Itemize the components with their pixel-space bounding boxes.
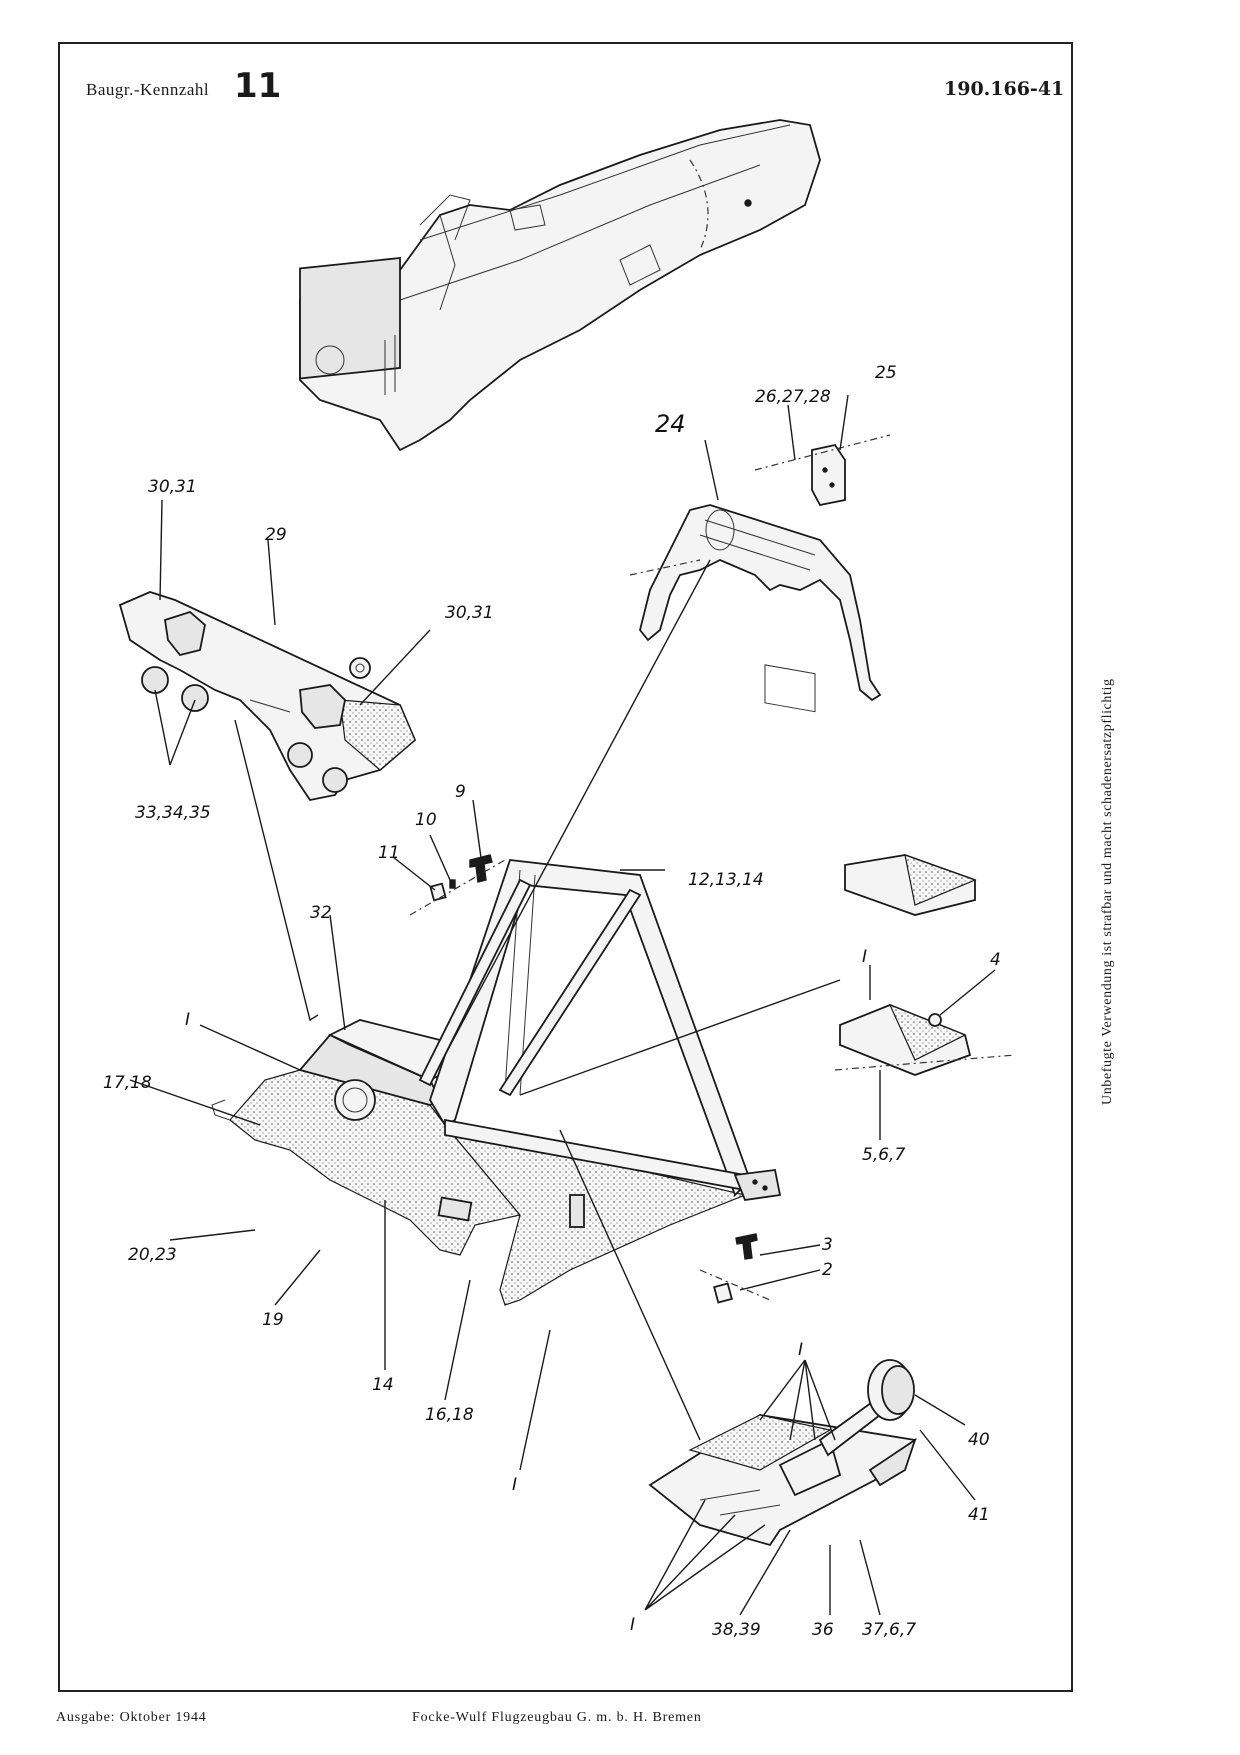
callout-24: 24 [655,410,686,438]
callout-36: 36 [812,1620,834,1640]
callout-12-13-14: 12,13,14 [688,870,764,890]
angle-bracket-lower-4 [834,1003,1016,1076]
page-frame [58,42,1073,1692]
callout-14: 14 [372,1375,394,1395]
callout-17-18: 17,18 [103,1073,152,1093]
callout-20-23: 20,23 [128,1245,177,1265]
callout-I-e: I [630,1615,635,1635]
angle-bracket-upper [844,854,977,916]
callout-I-d: I [798,1340,803,1360]
leader-lines [129,394,996,1616]
callout-5-6-7: 5,6,7 [862,1145,905,1165]
callout-40: 40 [968,1430,990,1450]
callout-37-6-7: 37,6,7 [862,1620,916,1640]
beam-29 [118,591,417,802]
callout-11: 11 [378,843,400,863]
fasteners-2-3 [699,1233,771,1304]
bulkhead-frame-24 [629,504,882,713]
callout-2: 2 [822,1260,833,1280]
bracket-25 [754,434,891,507]
triangular-frame-12-14 [418,859,782,1201]
callout-32: 32 [310,903,332,923]
manufacturer-name: Focke-Wulf Flugzeugbau G. m. b. H. Breme… [412,1710,702,1725]
callout-16-18: 16,18 [425,1405,474,1425]
callout-10: 10 [415,810,437,830]
group-label: Baugr.-Kennzahl [86,80,210,99]
group-number: 11 [234,66,282,106]
fuselage-overview [299,119,821,452]
callout-25: 25 [875,363,897,383]
callout-9: 9 [455,782,466,802]
document-number: 190.166-41 [944,78,1065,100]
callout-I-b: I [862,947,867,967]
edition-date: Ausgabe: Oktober 1944 [56,1710,207,1725]
callout-19: 19 [262,1310,284,1330]
fasteners-9-11 [409,854,506,916]
callout-41: 41 [968,1505,990,1525]
adjuster-assembly-36-41 [648,1359,917,1547]
callout-30-31-top: 30,31 [148,477,197,497]
callout-26-27-28: 26,27,28 [755,387,831,407]
callout-29: 29 [265,525,287,545]
callout-4: 4 [990,950,1001,970]
callout-3: 3 [822,1235,833,1255]
seat-support-structure [211,1019,747,1306]
callout-I-a: I [185,1010,190,1030]
callout-I-c: I [512,1475,517,1495]
callout-38-39: 38,39 [712,1620,761,1640]
callout-30-31: 30,31 [445,603,494,623]
callout-33-34-35: 33,34,35 [135,803,211,823]
